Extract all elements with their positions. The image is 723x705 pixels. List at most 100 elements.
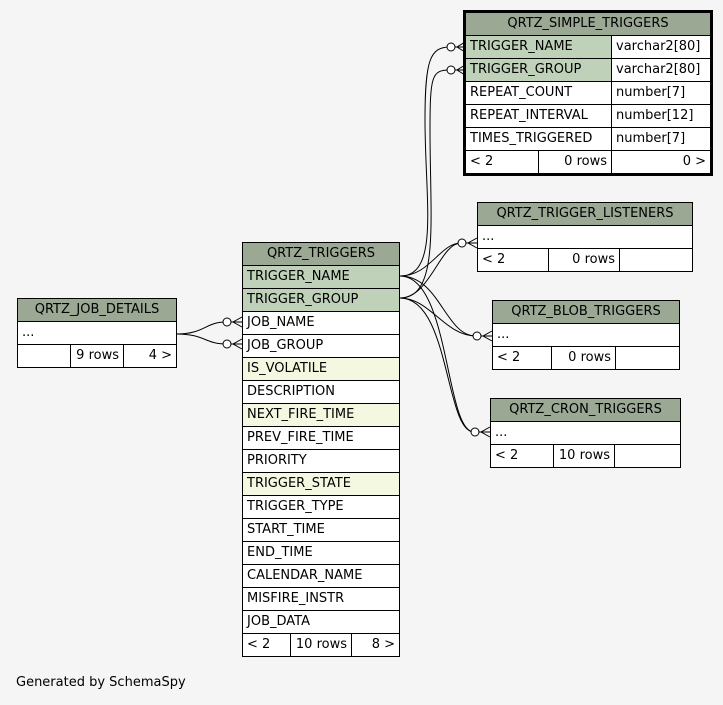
column-row: CALENDAR_NAME [243,565,399,588]
column-name: TRIGGER_GROUP [466,59,612,81]
column-name: REPEAT_COUNT [466,82,612,104]
table-title[interactable]: QRTZ_JOB_DETAILS [18,299,176,322]
table-footer: < 2 10 rows 8 > [243,634,399,656]
parents-link[interactable]: < 2 [466,151,539,173]
relation-line [399,242,462,299]
children-link[interactable] [616,347,679,369]
ellipsis-text: ... [22,325,35,340]
column-type: number[7] [616,131,686,146]
children-link[interactable] [615,445,680,467]
column-row: TRIGGER_NAME varchar2[80] [466,36,710,59]
column-row: JOB_DATA [243,611,399,634]
row-count: 10 rows [291,634,352,656]
column-row: MISFIRE_INSTR [243,588,399,611]
column-name: MISFIRE_INSTR [247,591,345,606]
table-qrtz-triggers[interactable]: QRTZ_TRIGGERS TRIGGER_NAME TRIGGER_GROUP… [242,242,400,657]
relation-line [399,275,475,433]
parents-link[interactable]: < 2 [491,445,554,467]
column-row: ... [18,322,176,345]
column-type: varchar2[80] [616,39,701,54]
table-footer: < 2 0 rows 0 > [466,151,710,173]
table-title[interactable]: QRTZ_SIMPLE_TRIGGERS [466,13,710,36]
column-name: PRIORITY [247,453,307,468]
column-name: END_TIME [247,545,313,560]
column-name: TRIGGER_STATE [247,476,351,491]
relation-line [399,297,477,337]
table-qrtz-job-details[interactable]: QRTZ_JOB_DETAILS ... 9 rows 4 > [17,298,177,368]
column-row: PRIORITY [243,450,399,473]
column-name: IS_VOLATILE [247,361,328,376]
column-name: TRIGGER_TYPE [247,499,344,514]
column-row: JOB_NAME [243,312,399,335]
column-type: varchar2[80] [616,62,701,77]
table-qrtz-blob-triggers[interactable]: QRTZ_BLOB_TRIGGERS ... < 2 0 rows [492,300,680,370]
column-name: CALENDAR_NAME [247,568,363,583]
column-row: NEXT_FIRE_TIME [243,404,399,427]
column-row: TIMES_TRIGGERED number[7] [466,128,710,151]
column-row: DESCRIPTION [243,381,399,404]
relation-line [399,275,477,337]
column-row: ... [478,226,692,249]
relation-line [175,333,227,345]
column-row: TRIGGER_NAME [243,266,399,289]
parents-link[interactable]: < 2 [243,634,291,656]
column-row: TRIGGER_STATE [243,473,399,496]
crow-foot-marker [472,330,493,342]
table-footer: < 2 0 rows [478,249,692,271]
table-qrtz-simple-triggers[interactable]: QRTZ_SIMPLE_TRIGGERS TRIGGER_NAME varcha… [463,10,713,176]
table-qrtz-cron-triggers[interactable]: QRTZ_CRON_TRIGGERS ... < 2 10 rows [490,398,681,468]
ellipsis-text: ... [497,327,510,342]
column-row: TRIGGER_TYPE [243,496,399,519]
parents-link[interactable]: < 2 [478,249,549,271]
table-title[interactable]: QRTZ_CRON_TRIGGERS [491,399,680,422]
column-name: JOB_GROUP [247,338,324,353]
row-count: 0 rows [549,249,620,271]
table-title[interactable]: QRTZ_TRIGGERS [243,243,399,266]
column-row: REPEAT_COUNT number[7] [466,82,710,105]
table-footer: 9 rows 4 > [18,345,176,367]
column-type: number[12] [616,108,694,123]
column-type: number[7] [616,85,686,100]
parents-link[interactable] [18,345,71,367]
crow-foot-marker [222,338,243,350]
row-count: 9 rows [71,345,124,367]
column-name: PREV_FIRE_TIME [247,430,354,445]
column-row: ... [493,324,679,347]
relation-line [399,242,462,277]
table-footer: < 2 10 rows [491,445,680,467]
row-count: 0 rows [552,347,616,369]
column-row: END_TIME [243,542,399,565]
column-name: START_TIME [247,522,325,537]
column-row: TRIGGER_GROUP [243,289,399,312]
relation-line [175,321,227,335]
row-count: 10 rows [554,445,615,467]
column-row: ... [491,422,680,445]
children-link[interactable] [620,249,692,271]
table-title[interactable]: QRTZ_TRIGGER_LISTENERS [478,203,692,226]
crow-foot-marker [470,426,491,438]
children-link[interactable]: 8 > [371,637,395,652]
column-name: JOB_NAME [247,315,315,330]
children-link[interactable]: 0 > [682,154,706,169]
children-link[interactable]: 4 > [148,348,172,363]
generated-by-caption: Generated by SchemaSpy [16,675,186,690]
ellipsis-text: ... [482,229,495,244]
column-row: IS_VOLATILE [243,358,399,381]
column-name: JOB_DATA [247,614,310,629]
crow-foot-marker [457,237,478,249]
relation-line [399,297,475,433]
table-title[interactable]: QRTZ_BLOB_TRIGGERS [493,301,679,324]
column-name: DESCRIPTION [247,384,335,399]
column-row: REPEAT_INTERVAL number[12] [466,105,710,128]
column-row: TRIGGER_GROUP varchar2[80] [466,59,710,82]
table-qrtz-trigger-listeners[interactable]: QRTZ_TRIGGER_LISTENERS ... < 2 0 rows [477,202,693,272]
column-name: TIMES_TRIGGERED [466,128,612,150]
column-name: TRIGGER_NAME [247,269,350,284]
column-name: NEXT_FIRE_TIME [247,407,355,422]
column-row: JOB_GROUP [243,335,399,358]
ellipsis-text: ... [495,425,508,440]
parents-link[interactable]: < 2 [493,347,552,369]
column-name: REPEAT_INTERVAL [466,105,612,127]
table-footer: < 2 0 rows [493,347,679,369]
